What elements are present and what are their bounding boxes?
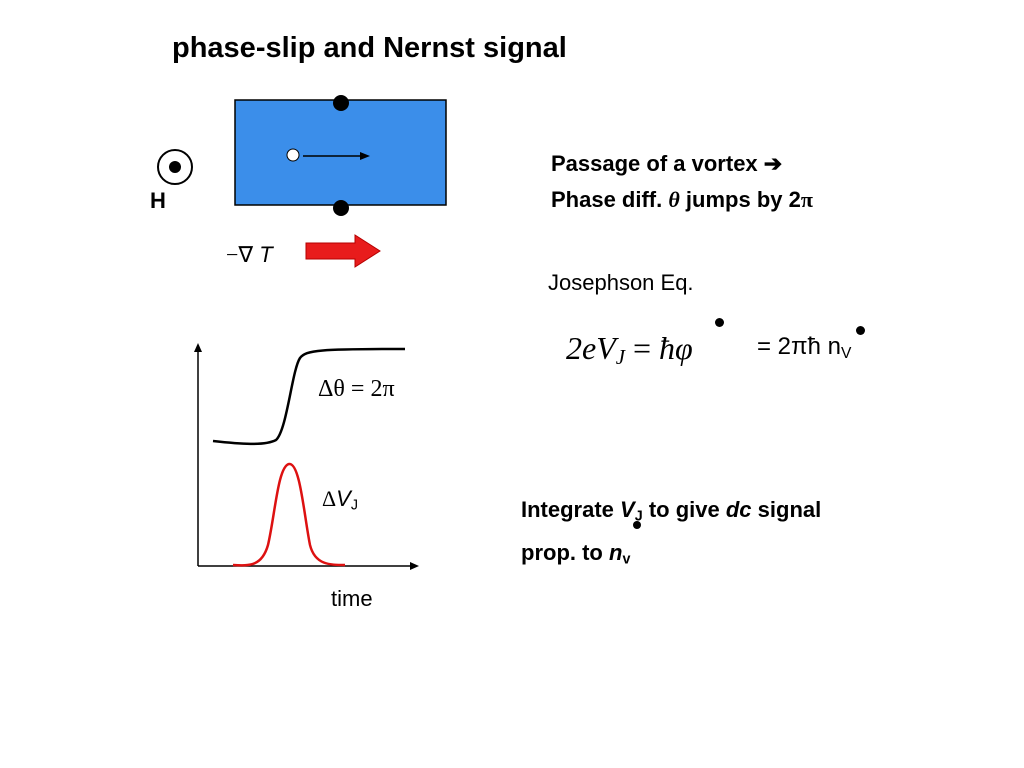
integrate-dc: dc bbox=[725, 497, 752, 522]
eq-V-sub: J bbox=[615, 346, 625, 370]
integrate-w2: to give bbox=[648, 497, 720, 522]
n-dot bbox=[856, 326, 865, 335]
page-title: phase-slip and Nernst signal bbox=[172, 32, 567, 64]
vj-V: V bbox=[336, 486, 351, 511]
integrate-n: n bbox=[609, 539, 623, 565]
bottom-contact bbox=[333, 200, 349, 216]
eq-hbar: ħ bbox=[659, 330, 676, 366]
eq-equals: = bbox=[632, 330, 652, 366]
nv-dot bbox=[633, 521, 641, 529]
minus-sign: − bbox=[226, 242, 239, 267]
eq-2e: 2e bbox=[566, 330, 597, 366]
vj-sub: J bbox=[350, 497, 358, 514]
vortex-passage-text: Passage of a vortex ➔ Phase diff. θ jump… bbox=[551, 146, 813, 218]
integrate-V-sub: J bbox=[634, 508, 643, 525]
pi-symbol: π bbox=[800, 187, 813, 212]
passage-line2b: jumps by 2 bbox=[685, 187, 801, 212]
eq-V: V bbox=[596, 330, 616, 366]
integrate-w1: Integrate bbox=[521, 497, 614, 522]
passage-line2a: Phase diff. bbox=[551, 187, 663, 212]
integrate-n-sub: v bbox=[622, 551, 631, 568]
temperature-symbol: T bbox=[259, 242, 273, 267]
integrate-text: Integrate VJ to give dc signal prop. to … bbox=[521, 492, 821, 577]
right-arrow-icon: ➔ bbox=[763, 151, 783, 176]
integrate-w3: signal bbox=[757, 497, 822, 522]
x-axis-label: time bbox=[331, 586, 373, 611]
josephson-equation: 2eVJ = ħφ bbox=[566, 330, 693, 370]
eq-phi: φ bbox=[675, 330, 693, 366]
rhs-sub: V bbox=[840, 344, 852, 362]
voltage-pulse-curve bbox=[232, 462, 346, 567]
integrate-line2: prop. to bbox=[521, 539, 603, 565]
delta-symbol: Δ bbox=[322, 486, 337, 511]
heat-gradient-arrow bbox=[305, 234, 381, 268]
sample-film bbox=[234, 99, 447, 206]
josephson-rhs: = 2πħ nV bbox=[757, 333, 851, 363]
vortex-motion-arrow bbox=[303, 152, 370, 160]
josephson-label: Josephson Eq. bbox=[548, 270, 694, 295]
rhs-expression: = 2πħ n bbox=[757, 333, 841, 360]
delta-theta-label: Δθ = 2π bbox=[318, 376, 395, 402]
theta-symbol: θ bbox=[668, 187, 680, 212]
passage-line1: Passage of a vortex bbox=[551, 151, 758, 176]
gradient-label: −∇ T bbox=[226, 242, 273, 268]
integrate-V: V bbox=[620, 497, 635, 522]
nabla-symbol: ∇ bbox=[238, 242, 254, 267]
phase-step-curve bbox=[212, 347, 406, 446]
vortex-marker bbox=[286, 148, 300, 162]
delta-vj-label: ΔVJ bbox=[322, 486, 358, 514]
field-label: H bbox=[150, 188, 166, 213]
field-out-of-plane-icon bbox=[157, 149, 193, 185]
top-contact bbox=[333, 95, 349, 111]
phi-dot bbox=[715, 318, 724, 327]
